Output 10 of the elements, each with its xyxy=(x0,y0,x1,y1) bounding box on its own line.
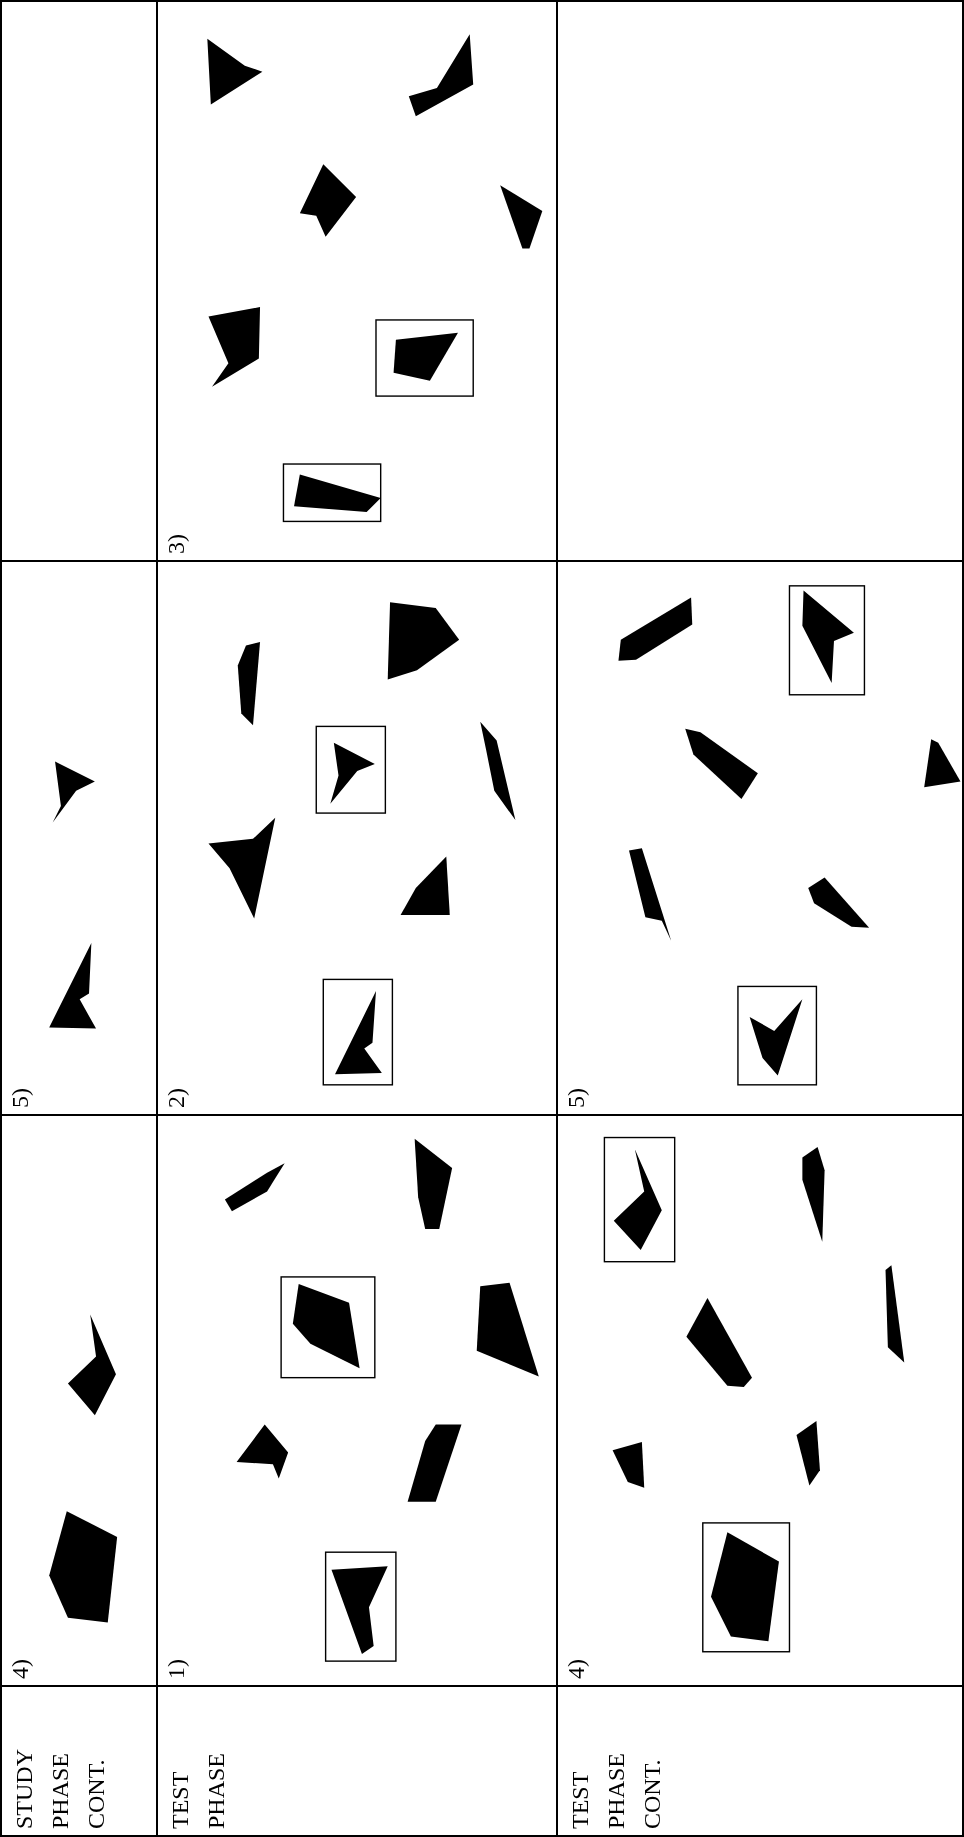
panel-number: 4) xyxy=(6,1659,34,1679)
row-header: STUDY PHASE CONT. xyxy=(10,1748,110,1829)
panel-number: 4) xyxy=(562,1659,590,1679)
row-header: TEST PHASE CONT. xyxy=(566,1751,666,1829)
panel-number: 5) xyxy=(562,1088,590,1108)
panel-number: 5) xyxy=(6,1088,34,1108)
row-header: TEST PHASE xyxy=(166,1751,230,1829)
panel-number: 3) xyxy=(162,534,190,554)
panel-number: 2) xyxy=(162,1088,190,1108)
panel-number: 1) xyxy=(162,1659,190,1679)
